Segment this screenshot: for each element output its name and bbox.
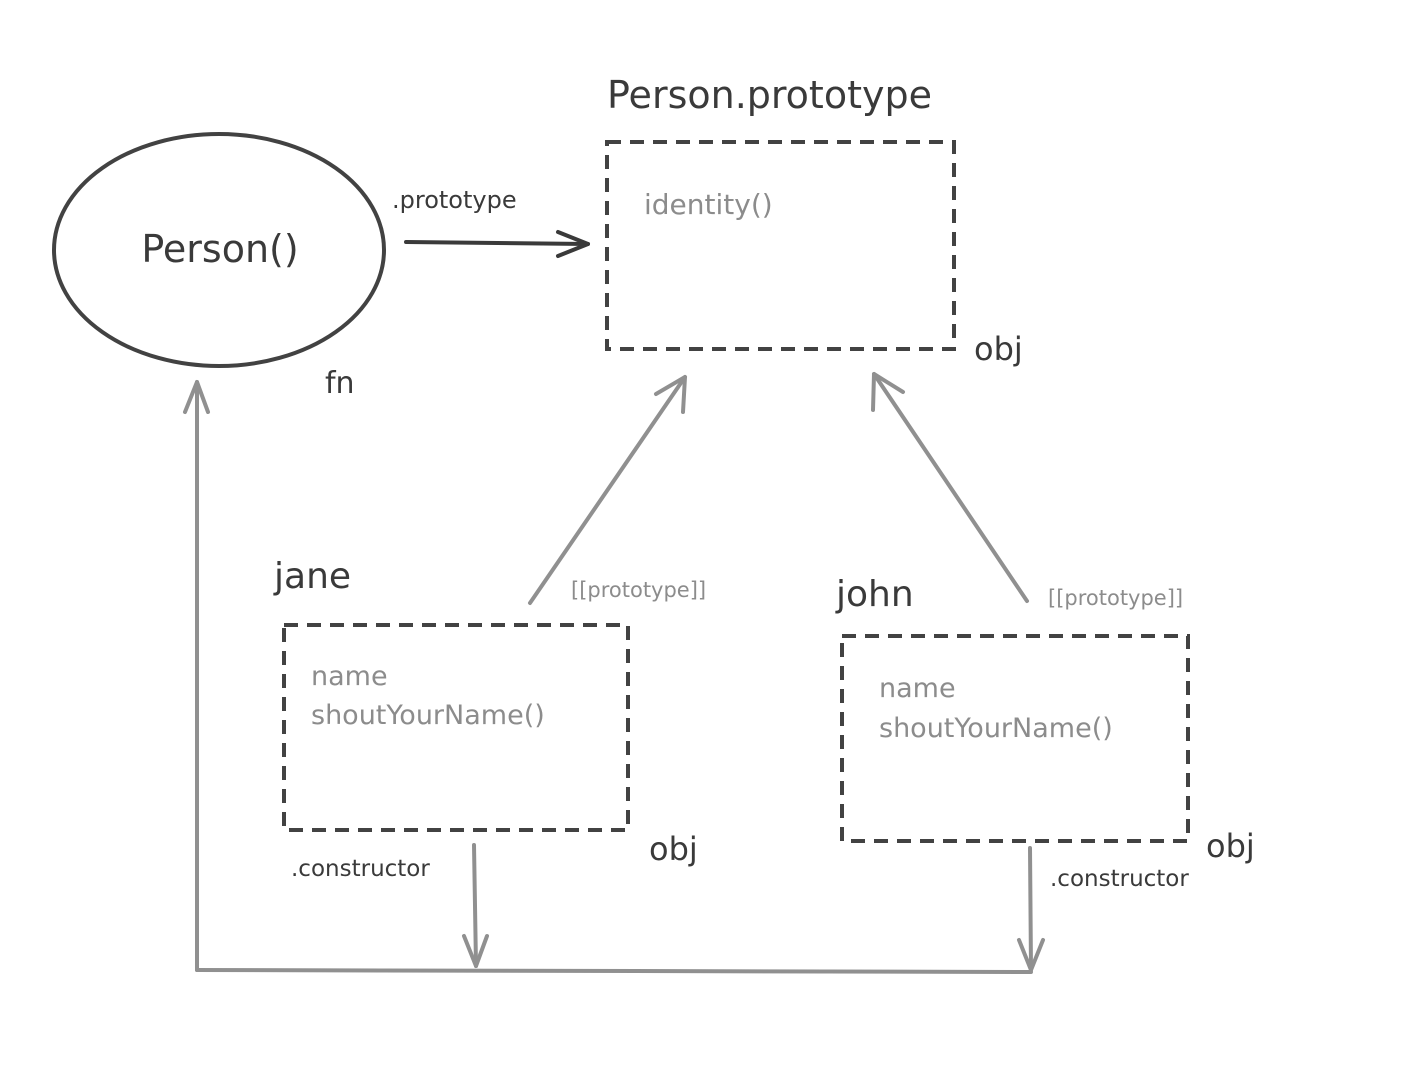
jane-member-shout: shoutYourName() [311, 700, 545, 731]
function-label: Person() [141, 227, 298, 271]
person-prototype-node: Person.prototype identity() obj [605, 73, 1023, 368]
prototype-box [605, 140, 956, 351]
prototype-member: identity() [644, 188, 773, 221]
john-title: john [835, 574, 914, 615]
john-member-shout: shoutYourName() [879, 713, 1113, 744]
function-ellipse [52, 132, 386, 368]
jane-title: jane [273, 556, 351, 597]
prototype-title: Person.prototype [607, 73, 932, 117]
prototype-edge: .prototype [392, 186, 590, 258]
john-box [840, 634, 1190, 843]
jane-constructor-label: .constructor [291, 856, 430, 882]
john-proto-edge: [[prototype]] [871, 372, 1183, 610]
constructor-edges: .constructor .constructor [183, 380, 1189, 974]
john-member-name: name [879, 673, 956, 704]
jane-type-tag: obj [649, 830, 698, 868]
function-type-tag: fn [325, 366, 355, 401]
jane-box [282, 623, 630, 832]
jane-member-name: name [311, 661, 388, 692]
john-instance-node: john name shoutYourName() obj [835, 574, 1255, 865]
jane-proto-label: [[prototype]] [571, 578, 706, 602]
prototype-type-tag: obj [974, 330, 1023, 368]
prototype-edge-label: .prototype [392, 186, 517, 214]
person-function-node: Person() fn [52, 132, 386, 401]
john-proto-label: [[prototype]] [1048, 586, 1183, 610]
jane-proto-edge: [[prototype]] [528, 375, 706, 605]
john-constructor-label: .constructor [1050, 866, 1189, 892]
john-type-tag: obj [1206, 827, 1255, 865]
jane-instance-node: jane name shoutYourName() obj [273, 556, 698, 868]
